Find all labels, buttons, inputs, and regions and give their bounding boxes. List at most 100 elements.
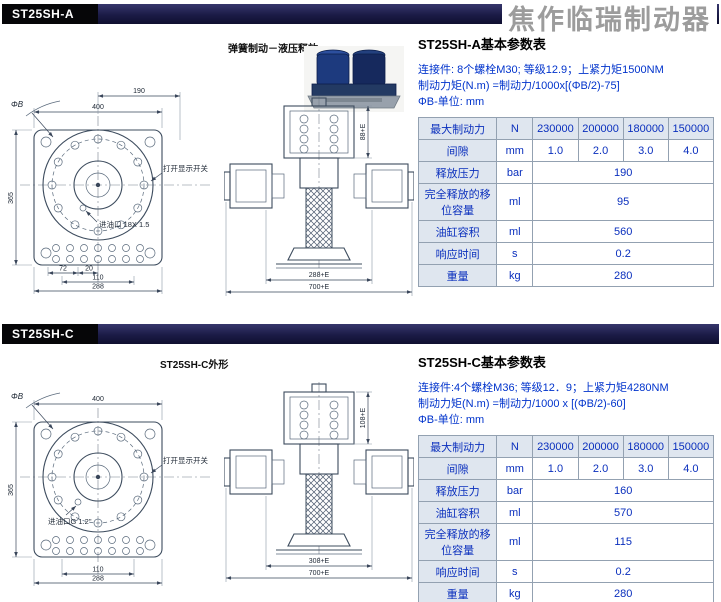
table-row: 响应时间 s 0.2: [417, 242, 714, 265]
oil-port-callout-a: 进油口 18X 1.5: [99, 219, 149, 229]
cell-unit: ml: [496, 183, 534, 221]
dim-700e-c: 700+E: [309, 570, 330, 577]
cell-label: 最大制动力: [417, 117, 498, 140]
dim-phib-c: ΦB: [11, 392, 24, 401]
company-watermark: 焦作临瑞制动器: [502, 0, 717, 37]
dim-20-a: 20: [85, 266, 93, 273]
cell-value: 150000: [667, 117, 715, 140]
table-title-c: ST25SH-C基本参数表: [418, 355, 546, 370]
cell-unit: mm: [496, 457, 534, 480]
cell-label: 间隙: [417, 139, 498, 162]
cell-unit: s: [496, 560, 534, 583]
cell-unit: ml: [496, 220, 534, 243]
table-row: 间隙 mm 1.0 2.0 3.0 4.0: [417, 457, 715, 480]
cell-unit: ml: [496, 501, 534, 524]
params-table-a: 最大制动力 N 230000 200000 180000 150000 间隙 m…: [417, 117, 715, 287]
cell-label: 油缸容积: [417, 220, 498, 243]
side-a-geometry: [224, 96, 414, 274]
cell-value: 2.0: [577, 457, 624, 480]
cell-label: 最大制动力: [417, 435, 498, 458]
table-row: 释放压力 bar 160: [417, 479, 714, 502]
dim-88e-a: 88+E: [360, 123, 367, 140]
dim-110-c: 110: [92, 567, 103, 574]
cell-value: 4.0: [667, 457, 715, 480]
cell-value: 280: [532, 264, 714, 287]
cell-unit: kg: [496, 582, 534, 602]
table-row: 重量 kg 280: [417, 264, 714, 287]
table-row: 重量 kg 280: [417, 582, 714, 602]
table-row: 间隙 mm 1.0 2.0 3.0 4.0: [417, 139, 715, 162]
cell-unit: ml: [496, 523, 534, 561]
cell-label: 间隙: [417, 457, 498, 480]
cell-value: 4.0: [667, 139, 715, 162]
table-row: 最大制动力 N 230000 200000 180000 150000: [417, 117, 715, 140]
front-view-drawing-a: 400 190 ΦB 365 72 20 110: [8, 88, 210, 294]
section-c-header-bar: ST25SH-C: [2, 324, 719, 344]
cell-label: 油缸容积: [417, 501, 498, 524]
table-row: 释放压力 bar 190: [417, 161, 714, 184]
cell-value: 230000: [532, 117, 579, 140]
cell-unit: bar: [496, 161, 534, 184]
cell-unit: s: [496, 242, 534, 265]
table-row: 油缸容积 ml 570: [417, 501, 714, 524]
dim-72-a: 72: [59, 266, 67, 273]
dim-400-c: 400: [92, 396, 104, 403]
cell-value: 190: [532, 161, 714, 184]
cell-value: 280: [532, 582, 714, 602]
drawing-caption-a: 弹簧制动－液压释放: [228, 44, 318, 55]
front-a-dimensions: 400 190 ΦB 365 72 20 110: [8, 88, 208, 294]
dim-365-c: 365: [8, 484, 15, 496]
dim-288e-a: 288+E: [309, 272, 330, 279]
cell-unit: bar: [496, 479, 534, 502]
dim-288-c: 288: [92, 576, 104, 583]
cell-value: 560: [532, 220, 714, 243]
cell-label: 完全释放的移位容量: [417, 183, 498, 221]
params-table-c: 最大制动力 N 230000 200000 180000 150000 间隙 m…: [417, 435, 715, 602]
drawing-caption-c: ST25SH-C外形: [160, 360, 229, 371]
front-view-drawing-c: 400 ΦB 365 110 288 打开显示开关 进油口G 1.2": [8, 392, 210, 586]
side-c-geometry: [224, 382, 414, 560]
cell-value: 95: [532, 183, 714, 221]
cell-value: 1.0: [532, 139, 579, 162]
product-photo: [304, 46, 404, 112]
dim-110-a: 110: [92, 275, 103, 282]
dim-365-a: 365: [8, 192, 15, 204]
cell-value: 180000: [622, 435, 669, 458]
dim-700e-a: 700+E: [309, 284, 330, 291]
cell-value: 0.2: [532, 242, 714, 265]
dim-phib-a: ΦB: [11, 100, 24, 109]
note-torque-c: 制动力矩(N.m) =制动力/1000 x [(ΦB/2)-60]: [418, 398, 626, 410]
side-view-drawing-c: 108+E 308+E 700+E: [224, 382, 414, 582]
cell-value: 160: [532, 479, 714, 502]
dim-190-a: 190: [133, 88, 145, 95]
cell-value: 180000: [622, 117, 669, 140]
cell-value: 115: [532, 523, 714, 561]
note-torque-a: 制动力矩(N.m) =制动力/1000x[(ΦB/2)-75]: [418, 80, 620, 92]
params-panel-a: ST25SH-A基本参数表 连接件: 8个螺栓M30; 等级12.9；上紧力矩1…: [417, 34, 716, 287]
cell-value: 0.2: [532, 560, 714, 583]
front-a-geometry: [20, 116, 210, 282]
cell-label: 重量: [417, 264, 498, 287]
cell-unit: kg: [496, 264, 534, 287]
table-row: 油缸容积 ml 560: [417, 220, 714, 243]
cell-value: 200000: [577, 117, 624, 140]
table-row: 完全释放的移位容量 ml 95: [417, 183, 714, 221]
cell-value: 3.0: [622, 457, 669, 480]
cell-label: 响应时间: [417, 560, 498, 583]
section-c-title: ST25SH-C: [2, 324, 99, 344]
front-c-geometry: [20, 408, 210, 574]
dim-108e-c: 108+E: [360, 407, 367, 428]
table-title-a: ST25SH-A基本参数表: [418, 37, 546, 52]
note-connectors-a: 连接件: 8个螺栓M30; 等级12.9；上紧力矩1500NM: [418, 64, 664, 76]
note-unit-c: ΦB-单位: mm: [418, 414, 485, 426]
cell-value: 150000: [667, 435, 715, 458]
table-row: 完全释放的移位容量 ml 115: [417, 523, 714, 561]
table-row: 最大制动力 N 230000 200000 180000 150000: [417, 435, 715, 458]
cell-value: 3.0: [622, 139, 669, 162]
switch-callout-c: 打开显示开关: [163, 455, 208, 465]
dim-308e-c: 308+E: [309, 558, 330, 565]
cell-unit: N: [496, 117, 534, 140]
cell-value: 1.0: [532, 457, 579, 480]
side-c-dimensions: 108+E 308+E 700+E: [225, 391, 413, 582]
